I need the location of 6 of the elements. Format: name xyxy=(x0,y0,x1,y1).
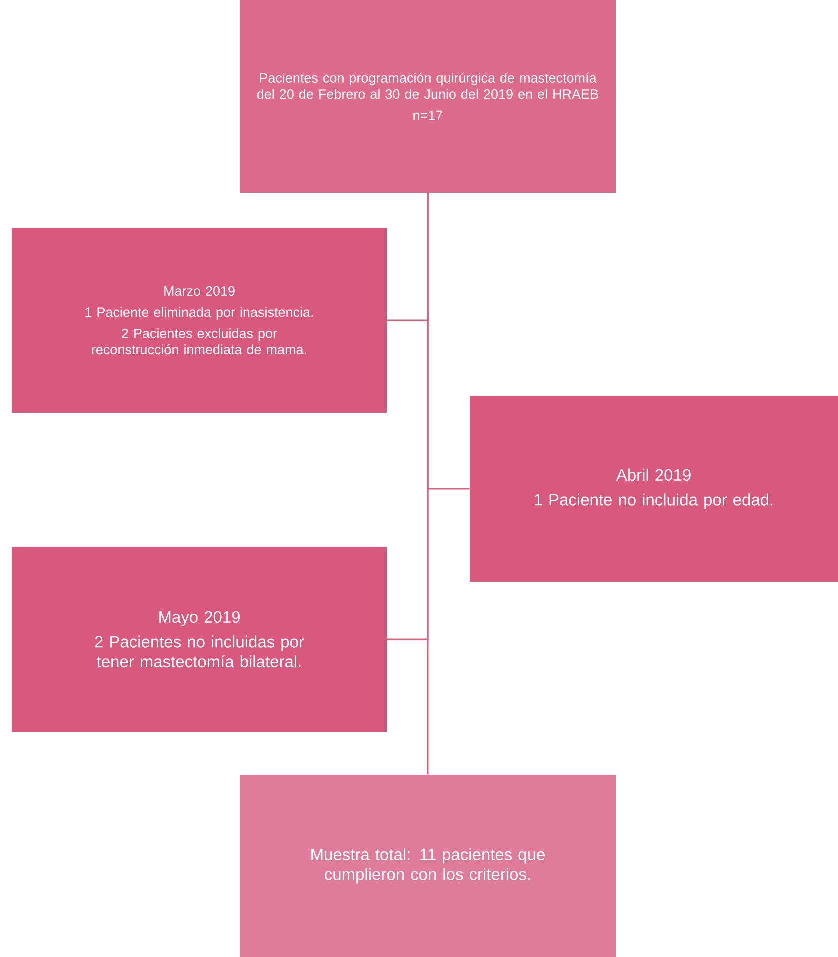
connector-line xyxy=(387,193,429,640)
process-box: Pacientes con programación quirúrgica de mastectomía del 20 de Febrero al 30 de Junio del 2019 en el HRAEB n=17 xyxy=(240,0,616,193)
process-box: Marzo 2019 1 Paciente eliminada por inasistencia. 2 Pacientes excluidas por reconstrucción inmediata de mama. xyxy=(12,228,387,413)
process-box: Muestra total: 11 pacientes que cumplieron con los criterios. xyxy=(240,775,616,957)
process-box: Abril 2019 1 Paciente no incluida por edad. xyxy=(470,396,838,582)
process-box: Mayo 2019 2 Pacientes no incluidas por tener mastectomía bilateral. xyxy=(12,547,387,732)
